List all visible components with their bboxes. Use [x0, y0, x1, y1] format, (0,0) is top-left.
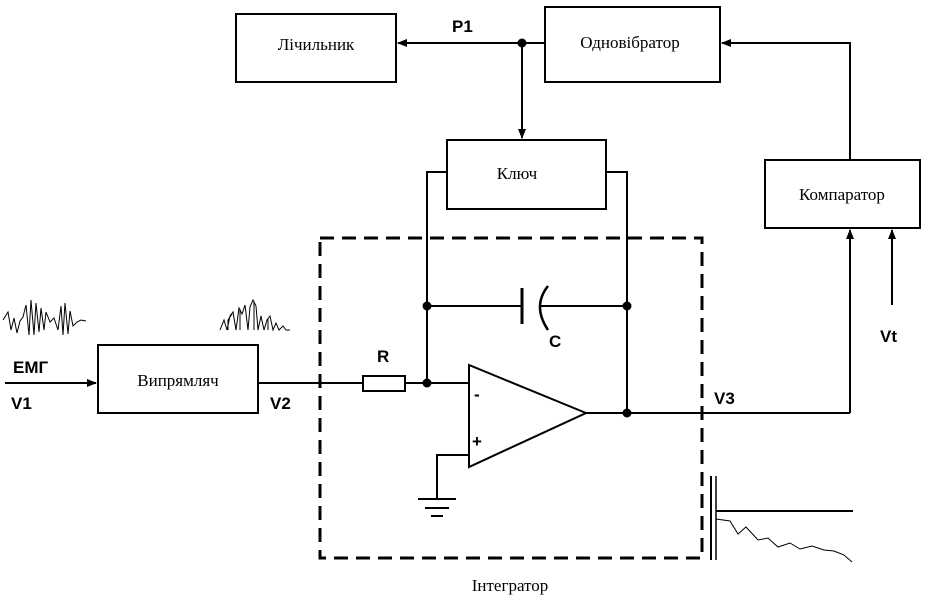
op-amp-plus-label: +: [472, 432, 482, 451]
signal-p1-label: P1: [452, 17, 473, 36]
junction-cap-right: [622, 301, 632, 311]
resistor: [362, 375, 406, 392]
monostable-label: Одновібратор: [580, 33, 680, 52]
signal-v1-label: V1: [11, 394, 32, 413]
op-amp-minus-label: -: [474, 385, 480, 404]
rectified-waveform-icon: [219, 298, 290, 332]
switch-block: Ключ: [446, 139, 607, 210]
emg-raw-waveform-icon: [2, 299, 87, 336]
monostable-block: Одновібратор: [544, 6, 721, 83]
junction-cap-left: [422, 301, 432, 311]
op-amp: [468, 363, 589, 469]
counter-label: Лічильник: [278, 35, 355, 54]
capacitor-plate-curved: [538, 285, 550, 331]
capacitor-label: C: [549, 332, 561, 351]
wire-noninverting-to-ground: [436, 454, 469, 498]
wire-comparator-to-monostable: [721, 39, 851, 160]
comparator-block: Компаратор: [764, 159, 921, 229]
rectifier-block: Випрямляч: [97, 344, 259, 414]
signal-v3-label: V3: [714, 389, 735, 408]
junction-output: [622, 408, 632, 418]
signal-v2-label: V2: [270, 394, 291, 413]
signal-emg-label: ЕМГ: [13, 358, 49, 377]
junction-inverting-input: [422, 378, 432, 388]
switch-label: Ключ: [497, 164, 538, 183]
resistor-label: R: [377, 347, 389, 366]
signal-vt-label: Vt: [880, 327, 897, 346]
integrator-label: Інтегратор: [472, 576, 549, 595]
wire-switch-left: [426, 171, 447, 383]
comparator-label: Компаратор: [799, 185, 885, 204]
counter-block: Лічильник: [235, 13, 397, 83]
output-waveform-icon: [710, 476, 853, 563]
integrator-boundary: [318, 236, 704, 560]
wire-switch-right: [606, 171, 628, 413]
rectifier-label: Випрямляч: [137, 371, 219, 390]
junction-p1: [517, 38, 527, 48]
